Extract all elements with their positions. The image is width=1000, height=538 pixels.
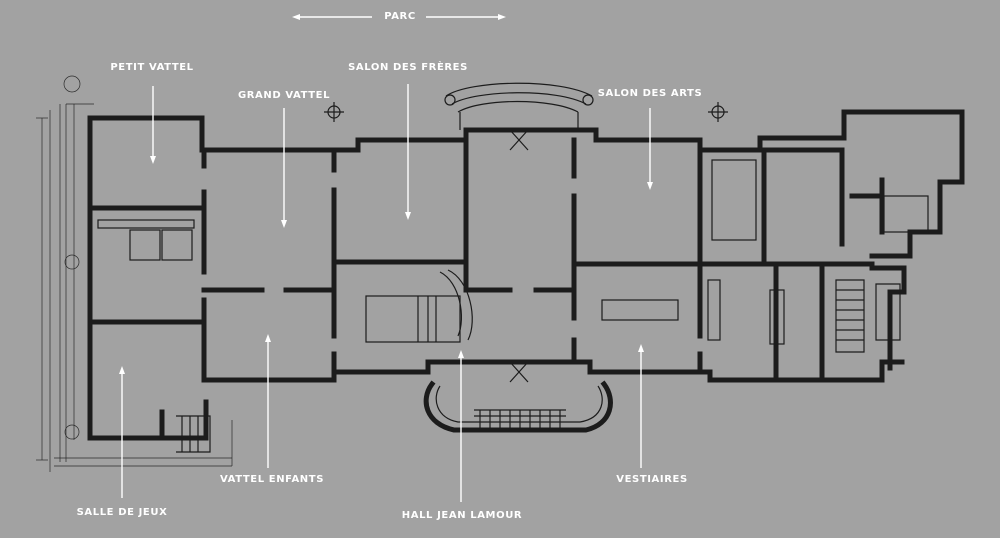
dimension-lines	[36, 75, 233, 472]
label-vattel-enfants: VATTEL ENFANTS	[220, 474, 324, 485]
outer-walls	[87, 109, 965, 441]
parc-arrow	[292, 14, 506, 20]
label-vestiaires: VESTIAIRES	[616, 474, 688, 485]
interior-walls	[87, 137, 885, 383]
label-salle-de-jeux: SALLE DE JEUX	[76, 507, 168, 518]
label-hall-jean-lamour: HALL JEAN LAMOUR	[401, 510, 523, 521]
label-salon-des-freres: SALON DES FRÈRES	[348, 62, 468, 73]
label-petit-vattel: PETIT VATTEL	[110, 62, 194, 73]
label-parc: PARC	[384, 11, 416, 22]
staircase-details	[97, 82, 929, 453]
label-grand-vattel: GRAND VATTEL	[237, 90, 331, 101]
compass-markers	[324, 102, 728, 383]
label-arrows	[119, 84, 653, 502]
label-salon-des-arts: SALON DES ARTS	[597, 88, 703, 99]
